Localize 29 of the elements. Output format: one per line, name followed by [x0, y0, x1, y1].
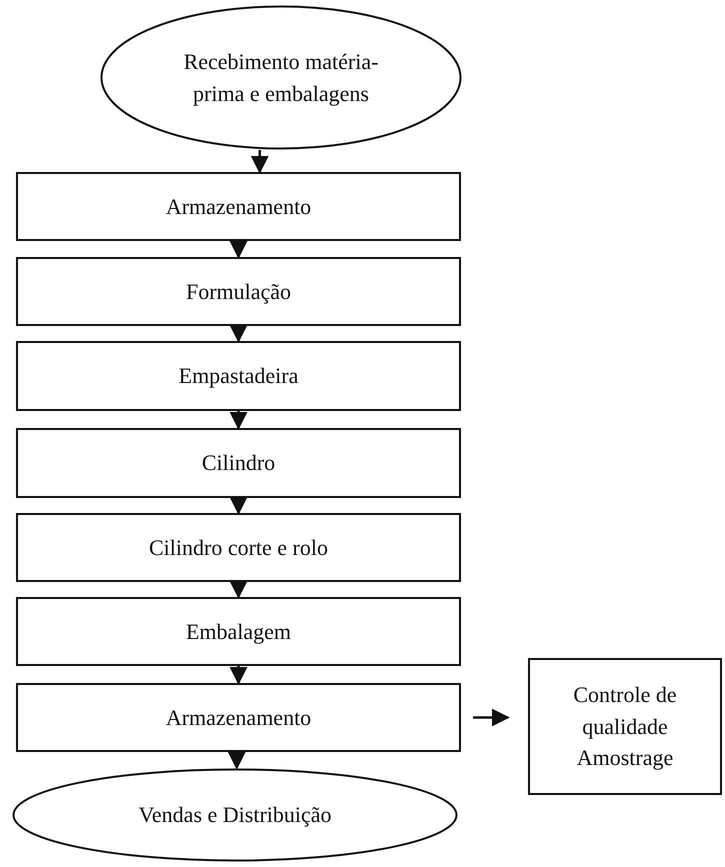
arrow — [230, 324, 248, 343]
process-box — [16, 513, 461, 582]
step-label: Armazenamento — [166, 192, 312, 221]
step-label: Controle de qualidade Amostrage — [572, 680, 678, 772]
step-label: Empastadeira — [178, 362, 298, 390]
process-box — [16, 428, 461, 498]
process-box — [16, 172, 461, 241]
step-label: Vendas e Distribuição — [137, 801, 333, 830]
step-label: Formulação — [186, 278, 292, 306]
arrow — [473, 708, 510, 726]
terminal-ellipse — [100, 5, 462, 150]
step-label: Armazenamento — [166, 704, 312, 732]
arrow — [250, 150, 269, 174]
arrow — [230, 580, 248, 599]
step-label: Cilindro corte e rolo — [148, 534, 328, 562]
step-label: Recebimento matéria-prima e embalagens — [182, 48, 380, 108]
process-box — [16, 341, 461, 411]
step-label: Cilindro — [202, 449, 276, 478]
arrow — [228, 752, 246, 770]
process-box — [16, 257, 461, 326]
process-box — [16, 683, 461, 752]
process-box — [16, 597, 461, 666]
arrow — [230, 496, 248, 515]
arrow — [230, 240, 248, 259]
arrow — [230, 666, 248, 685]
step-label: Embalagem — [186, 618, 292, 646]
terminal-ellipse — [12, 768, 458, 862]
process-box — [528, 658, 722, 795]
arrow — [230, 411, 248, 430]
